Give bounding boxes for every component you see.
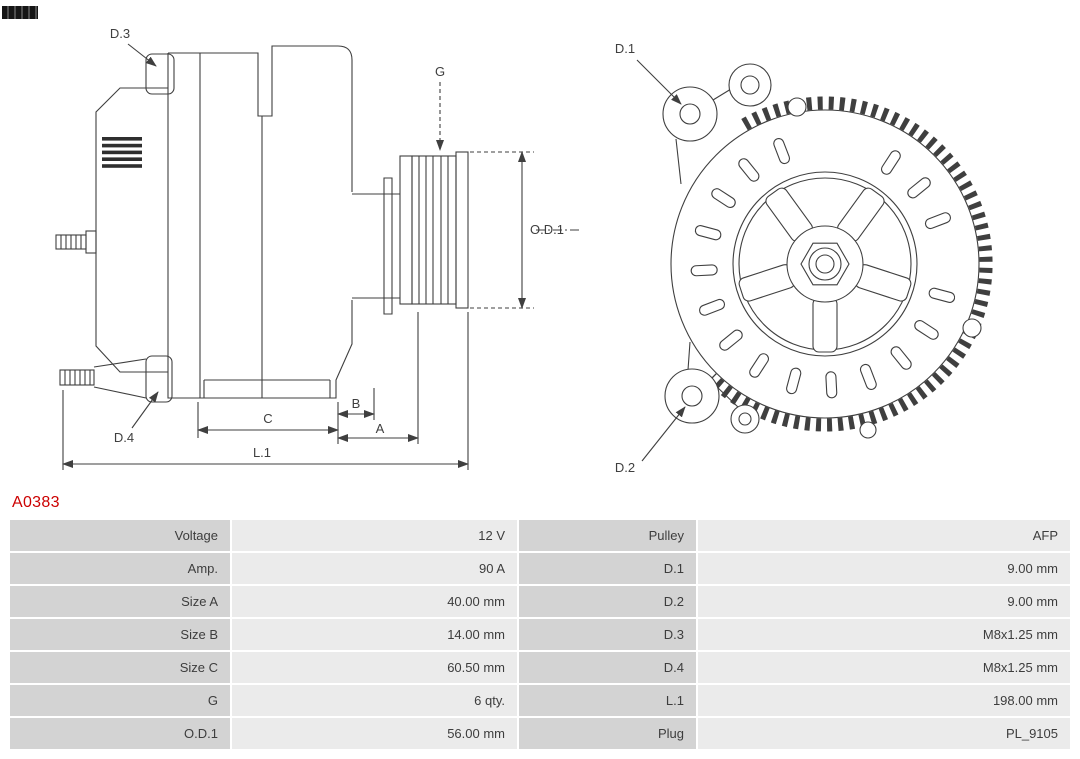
spec-value-cell: 6 qty.	[232, 685, 517, 716]
vent-slots	[690, 138, 956, 399]
spec-value-cell: M8x1.25 mm	[698, 619, 1070, 650]
spec-label-cell: O.D.1	[10, 718, 230, 749]
table-row: Voltage 12 V Pulley AFP	[10, 520, 1070, 551]
spec-label-cell: Plug	[519, 718, 696, 749]
table-row: Size B 14.00 mm D.3 M8x1.25 mm	[10, 619, 1070, 650]
table-row: O.D.1 56.00 mm Plug PL_9105	[10, 718, 1070, 749]
pulley-spokes	[738, 187, 912, 353]
spec-value-cell: 198.00 mm	[698, 685, 1070, 716]
spec-value-cell: 40.00 mm	[232, 586, 517, 617]
part-number: A0383	[12, 494, 60, 511]
spec-value-cell: PL_9105	[698, 718, 1070, 749]
label-od1: O.D.1	[530, 222, 564, 237]
table-row: Size A 40.00 mm D.2 9.00 mm	[10, 586, 1070, 617]
fin-comb	[102, 137, 142, 168]
spec-value-cell: 9.00 mm	[698, 586, 1070, 617]
label-c: C	[263, 411, 272, 426]
label-d4: D.4	[114, 430, 134, 445]
spec-label-cell: Size A	[10, 586, 230, 617]
spec-value-cell: 14.00 mm	[232, 619, 517, 650]
spec-label-cell: Size B	[10, 619, 230, 650]
spec-value-cell: AFP	[698, 520, 1070, 551]
label-d3: D.3	[110, 26, 130, 41]
dimension-annotations: G D.3 D.4 O.D.1 C B A L.1	[62, 26, 580, 470]
label-g: G	[435, 64, 445, 79]
table-row: G 6 qty. L.1 198.00 mm	[10, 685, 1070, 716]
spec-value-cell: 90 A	[232, 553, 517, 584]
spec-value-cell: 9.00 mm	[698, 553, 1070, 584]
spec-value-cell: M8x1.25 mm	[698, 652, 1070, 683]
rear-view-drawing: D.1 D.2	[615, 41, 993, 475]
side-view-drawing	[55, 45, 469, 403]
spec-label-cell: Voltage	[10, 520, 230, 551]
table-row: Size C 60.50 mm D.4 M8x1.25 mm	[10, 652, 1070, 683]
label-d2: D.2	[615, 460, 635, 475]
spec-label-cell: Size C	[10, 652, 230, 683]
label-b: B	[352, 396, 361, 411]
logo-fragment-icon	[2, 6, 38, 19]
spec-label-cell: Amp.	[10, 553, 230, 584]
spec-label-cell: D.1	[519, 553, 696, 584]
spec-label-cell: D.4	[519, 652, 696, 683]
label-d1: D.1	[615, 41, 635, 56]
spec-label-cell: L.1	[519, 685, 696, 716]
spec-label-cell: D.3	[519, 619, 696, 650]
table-row: Amp. 90 A D.1 9.00 mm	[10, 553, 1070, 584]
label-l1: L.1	[253, 445, 271, 460]
spec-table: Voltage 12 V Pulley AFP Amp. 90 A D.1 9.…	[10, 520, 1070, 749]
label-a: A	[376, 421, 385, 436]
spec-label-cell: Pulley	[519, 520, 696, 551]
spec-value-cell: 12 V	[232, 520, 517, 551]
spec-label-cell: D.2	[519, 586, 696, 617]
spec-label-cell: G	[10, 685, 230, 716]
spec-value-cell: 56.00 mm	[232, 718, 517, 749]
technical-diagram: G D.3 D.4 O.D.1 C B A L.1	[55, 26, 993, 475]
spec-value-cell: 60.50 mm	[232, 652, 517, 683]
